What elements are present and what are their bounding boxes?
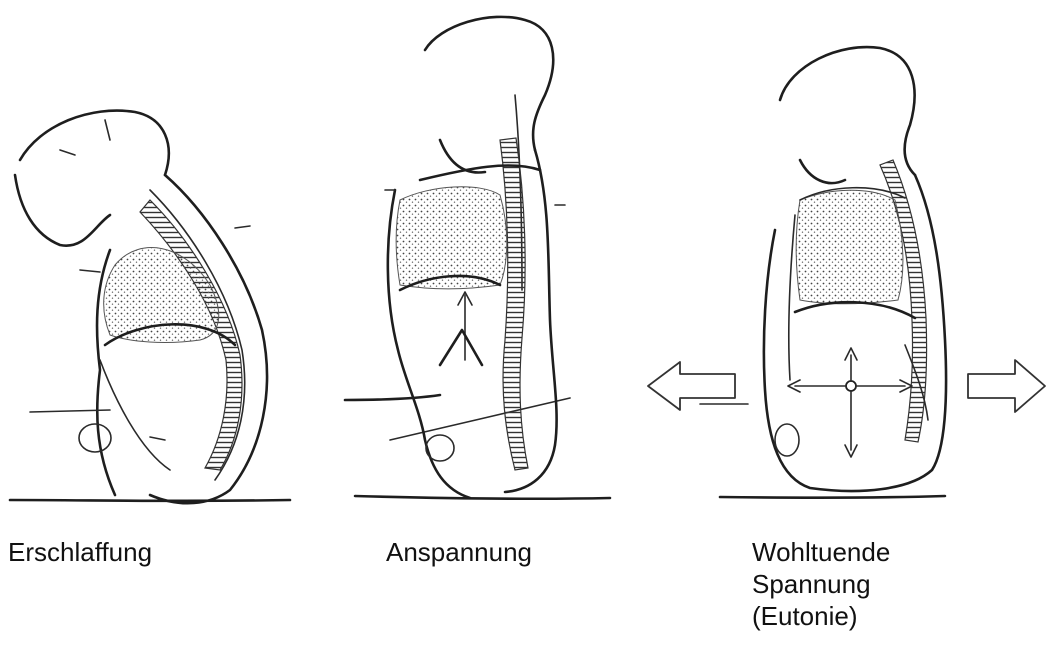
label-eutonia: Wohltuende Spannung (Eutonie): [752, 536, 890, 632]
diaphragm-pull-lines: [440, 330, 482, 365]
pelvis-1: [79, 424, 111, 452]
ground-line-3: [720, 496, 945, 498]
chin-3: [800, 160, 845, 183]
label-tensed: Anspannung: [386, 536, 532, 568]
lungs-3: [796, 190, 903, 304]
figure-relaxed: [10, 111, 290, 504]
pelvis-2: [426, 435, 454, 461]
head-outline-1: [20, 111, 169, 175]
four-way-arrow-icon: [788, 348, 912, 457]
figure-eutonia: [648, 47, 1045, 498]
outline-arrow-right-icon: [968, 360, 1045, 412]
outline-arrow-left-icon: [648, 362, 735, 410]
head-outline-3: [780, 47, 915, 175]
label-relaxed: Erschlaffung: [8, 536, 152, 568]
head-outline-2: [425, 17, 553, 150]
lungs-2: [396, 187, 507, 289]
ground-line-2: [355, 496, 610, 499]
diaphragm-3: [795, 302, 915, 318]
ground-line-1: [10, 500, 290, 501]
figure-tensed: [345, 17, 610, 499]
face-outline-1: [15, 175, 110, 246]
spine-2: [500, 138, 528, 470]
pelvis-3: [775, 424, 799, 456]
